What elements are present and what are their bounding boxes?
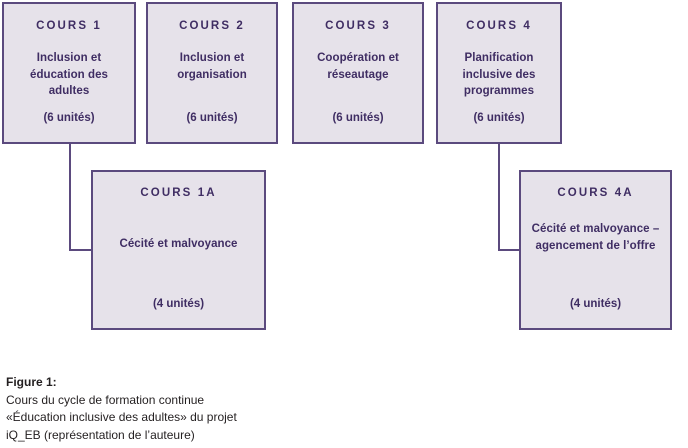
connector-cours-4-vertical <box>498 144 500 251</box>
course-box-title: COURS 2 <box>179 20 245 32</box>
figure-caption-line-3: iQ_EB (représentation de l’auteure) <box>6 427 195 442</box>
course-box-body: Inclusion et organisation <box>177 52 247 81</box>
connector-cours-4-horizontal <box>498 249 521 251</box>
course-box-units: (4 unités) <box>569 298 622 310</box>
course-box-title: COURS 4A <box>557 187 634 199</box>
course-box-cours-3: COURS 3 Coopération et réseautage (6 uni… <box>292 2 424 144</box>
connector-cours-1-vertical <box>69 144 71 251</box>
course-box-cours-4a: COURS 4A Cécité et malvoyance – agenceme… <box>519 170 672 330</box>
course-box-cours-1a: COURS 1A Cécité et malvoyance (4 unités) <box>91 170 266 330</box>
course-box-title: COURS 1 <box>36 20 102 32</box>
figure-caption-title: Figure 1: <box>6 375 57 389</box>
course-box-units: (6 unités) <box>332 112 384 124</box>
course-box-body: Planification inclusive des programmes <box>462 52 536 97</box>
course-box-title: COURS 1A <box>140 187 217 199</box>
course-box-body: Inclusion et éducation des adultes <box>30 52 108 97</box>
course-box-body: Coopération et réseautage <box>317 52 399 81</box>
course-box-cours-2: COURS 2 Inclusion et organisation (6 uni… <box>146 2 278 144</box>
course-box-units: (6 unités) <box>186 112 238 124</box>
connector-cours-1-horizontal <box>69 249 93 251</box>
course-structure-diagram: COURS 1 Inclusion et éducation des adult… <box>2 2 672 330</box>
course-box-units: (6 unités) <box>473 112 525 124</box>
figure-caption: Figure 1: Cours du cycle de formation co… <box>6 374 426 444</box>
course-box-title: COURS 4 <box>466 20 532 32</box>
course-box-cours-4: COURS 4 Planification inclusive des prog… <box>436 2 562 144</box>
course-box-units: (6 unités) <box>43 112 95 124</box>
course-box-title: COURS 3 <box>325 20 391 32</box>
course-box-body: Cécité et malvoyance <box>119 238 238 250</box>
course-box-body: Cécité et malvoyance – agencement de l’o… <box>531 223 660 252</box>
figure-caption-line-2: «Éducation inclusive des adultes» du pro… <box>6 410 237 424</box>
course-box-cours-1: COURS 1 Inclusion et éducation des adult… <box>2 2 136 144</box>
course-box-units: (4 unités) <box>152 298 205 310</box>
figure-caption-line-1: Cours du cycle de formation continue <box>6 392 205 407</box>
